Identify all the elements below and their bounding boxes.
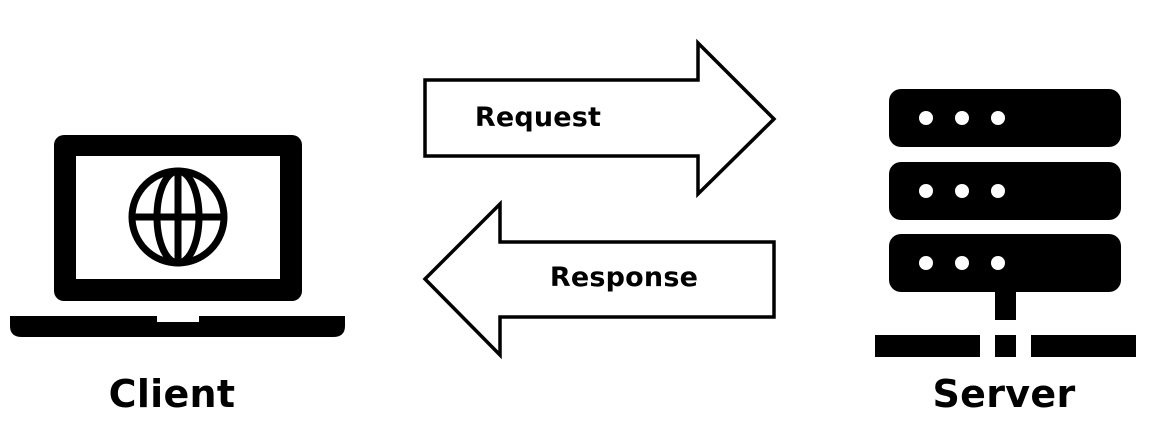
request-arrow [423, 38, 777, 199]
server-label: Server [932, 372, 1076, 416]
network-cable-stem [995, 292, 1016, 320]
response-label: Response [549, 262, 699, 293]
laptop-globe-icon [10, 135, 345, 337]
network-cable-stem-lower [995, 335, 1016, 357]
server-indicator-lights [919, 111, 1005, 270]
laptop-notch [157, 316, 199, 322]
response-arrow [422, 199, 776, 360]
client-label: Client [108, 372, 236, 416]
laptop-base [10, 316, 345, 337]
request-label: Request [474, 102, 602, 133]
server-rack-icon [875, 89, 1136, 357]
network-line-left [875, 335, 980, 357]
network-line-right [1031, 335, 1136, 357]
globe-icon [128, 167, 228, 267]
